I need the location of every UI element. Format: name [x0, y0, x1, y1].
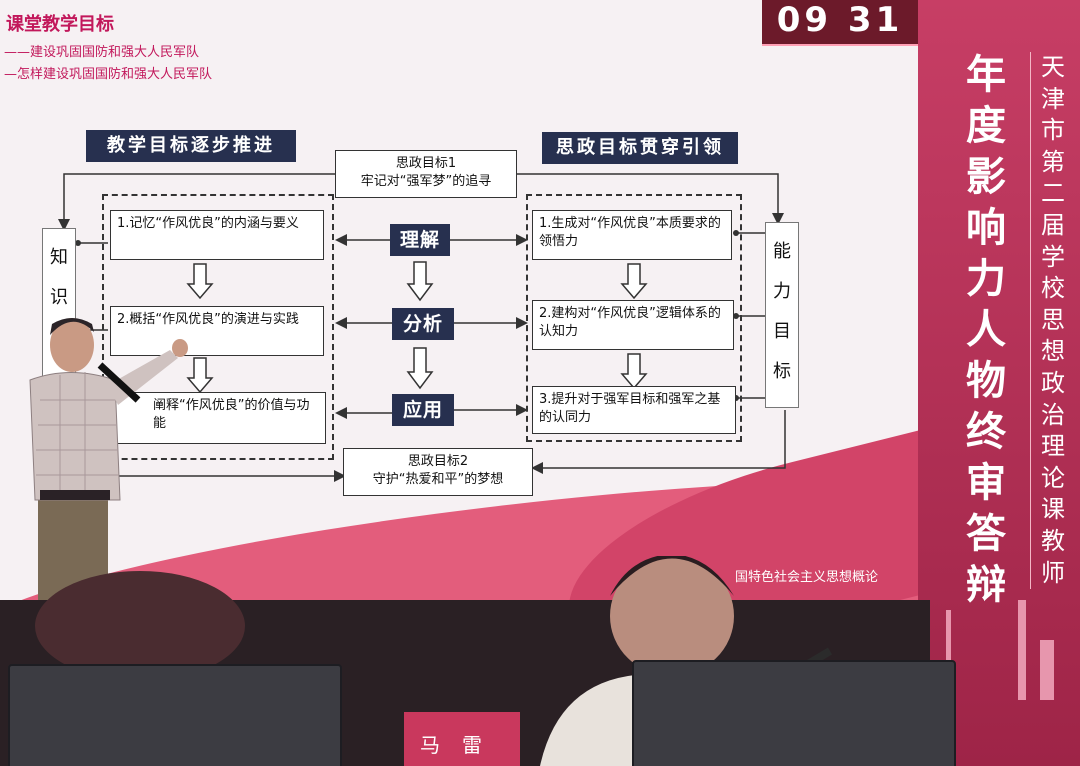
- banner-small-char: 教: [1041, 526, 1065, 555]
- left-item-1: 1.记忆“作风优良”的内涵与要义: [110, 210, 324, 260]
- banner-skyline-spire: [946, 610, 951, 700]
- banner-big-char: 力: [966, 256, 1006, 302]
- right-item-2: 2.建构对“作风优良”逻辑体系的认知力: [532, 300, 734, 350]
- banner-big-char: 响: [966, 205, 1006, 251]
- left-title-box: 教学目标逐步推进: [86, 130, 296, 162]
- slide-footer-text: 国特色社会主义思想概论: [735, 570, 879, 585]
- banner-big-char: 年: [966, 52, 1006, 98]
- banner-big-char: 答: [966, 511, 1006, 557]
- ability-label-char3: 目: [773, 321, 791, 342]
- banner-small-char: 想: [1041, 337, 1065, 366]
- banner-small-char: 政: [1041, 368, 1065, 397]
- event-banner: [918, 0, 1080, 766]
- knowledge-label-char2: 识: [50, 287, 68, 308]
- left-item-2: 2.概括“作风优良”的演进与实践: [110, 306, 324, 356]
- right-item-1: 1.生成对“作风优良”本质要求的领悟力: [532, 210, 732, 260]
- right-dashed-group: [526, 194, 742, 442]
- banner-small-text: 天 津 市 第 二 届 学 校 思 想 政 治 理 论 课 教 师: [1030, 52, 1075, 590]
- banner-small-char: 学: [1041, 242, 1065, 271]
- banner-big-char: 审: [966, 460, 1006, 506]
- bottom-goal-box: 思政目标2 守护“热爱和平”的梦想: [343, 448, 533, 496]
- projected-slide: 课堂教学目标 ——建设巩固国防和强大人民军队 —怎样建设巩固国防和强大人民军队 …: [0, 0, 930, 600]
- name-plate: 马雷: [404, 712, 520, 766]
- slide-header-line2: —怎样建设巩固国防和强大人民军队: [4, 67, 213, 82]
- banner-big-char: 终: [966, 409, 1006, 455]
- banner-small-char: 津: [1041, 84, 1065, 113]
- step-understand: 理解: [390, 224, 450, 256]
- top-goal-line2: 牢记对“强军梦”的追寻: [360, 174, 492, 189]
- knowledge-label-char1: 知: [50, 247, 68, 268]
- banner-big-char: 度: [966, 103, 1006, 149]
- banner-skyline-tower: [1018, 600, 1026, 700]
- right-title-box: 思政目标贯穿引领: [542, 132, 738, 164]
- monitor-right: [632, 660, 956, 766]
- bottom-goal-line2: 守护“热爱和平”的梦想: [372, 472, 504, 487]
- banner-big-char: 辩: [966, 562, 1006, 608]
- step-analyze: 分析: [392, 308, 454, 340]
- banner-small-char: 届: [1041, 210, 1065, 239]
- ability-label: 能 力 目 标: [765, 222, 799, 408]
- banner-small-char: 论: [1041, 463, 1065, 492]
- banner-skyline-building: [1040, 640, 1054, 700]
- slide-header-title: 课堂教学目标: [6, 14, 114, 35]
- top-goal-line1: 思政目标1: [395, 156, 457, 171]
- presenter: [29, 318, 188, 600]
- ability-label-char4: 标: [773, 361, 791, 382]
- bottom-goal-line1: 思政目标2: [407, 454, 469, 469]
- banner-big-char: 影: [966, 154, 1006, 200]
- left-item-3: 阐释“作风优良”的价值与功能: [110, 392, 326, 444]
- right-item-3: 3.提升对于强军目标和强军之基的认同力: [532, 386, 736, 434]
- banner-small-char: 师: [1041, 558, 1065, 587]
- banner-small-char: 课: [1041, 495, 1065, 524]
- banner-small-char: 校: [1041, 274, 1065, 303]
- banner-small-char: 天: [1041, 53, 1065, 81]
- monitor-left: [8, 664, 342, 766]
- banner-small-char: 二: [1041, 179, 1065, 208]
- banner-small-char: 理: [1041, 432, 1065, 461]
- banner-small-char: 第: [1041, 147, 1065, 176]
- banner-small-char: 治: [1041, 400, 1065, 429]
- countdown-clock: 09 31: [762, 0, 918, 46]
- left-dashed-group: [102, 194, 334, 460]
- ability-label-char1: 能: [773, 241, 791, 262]
- banner-big-char: 人: [966, 307, 1006, 353]
- banner-big-char: 物: [966, 358, 1006, 404]
- slide-header-line1: ——建设巩固国防和强大人民军队: [4, 45, 200, 60]
- step-apply: 应用: [392, 394, 454, 426]
- ability-label-char2: 力: [773, 281, 791, 302]
- banner-small-char: 市: [1041, 116, 1065, 145]
- banner-small-char: 思: [1041, 305, 1065, 334]
- top-goal-box: 思政目标1 牢记对“强军梦”的追寻: [335, 150, 517, 198]
- banner-big-text: 年 度 影 响 力 人 物 终 审 答 辩: [958, 50, 1014, 611]
